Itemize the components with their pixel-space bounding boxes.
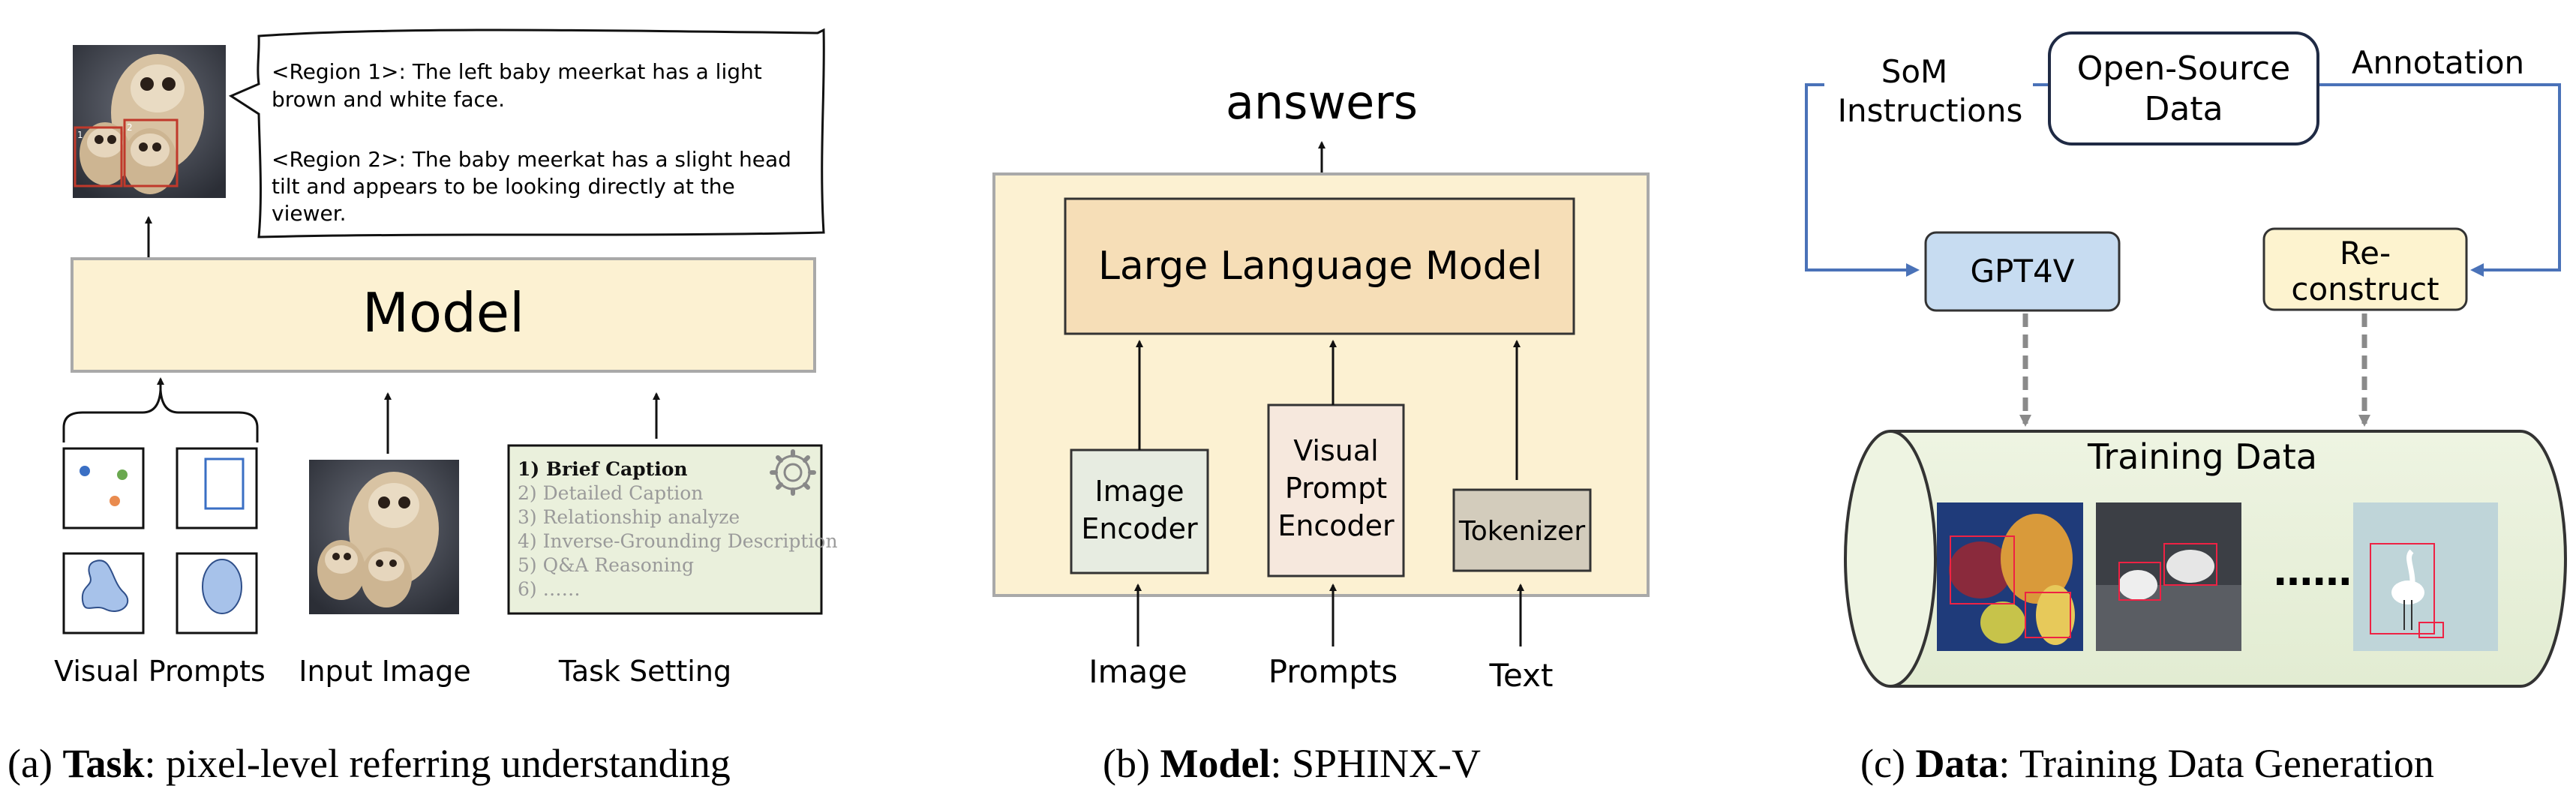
panel-a: 1 2 <Region 1>: The left baby meerkat ha… <box>8 30 838 786</box>
label-input-image: Input Image <box>299 655 470 688</box>
task-setting-card: 1) Brief Caption 2) Detailed Caption 3) … <box>509 446 838 614</box>
caption-b-bold: Model <box>1160 741 1270 786</box>
vp-encoder-label-2: Prompt <box>1285 472 1387 505</box>
tokenizer-label: Tokenizer <box>1458 516 1585 547</box>
panel-b: answers Large Language Model Image Encod… <box>994 75 1648 786</box>
training-sample-fruits <box>1937 502 2083 651</box>
label-task-setting: Task Setting <box>558 655 731 688</box>
samples-ellipsis: …… <box>2274 550 2352 595</box>
task-item-4: 4) Inverse-Grounding Description <box>518 530 838 552</box>
input-image <box>309 460 459 614</box>
label-image: Image <box>1088 653 1187 690</box>
visual-prompts-brace <box>64 390 257 442</box>
open-source-label-1: Open-Source <box>2077 50 2291 88</box>
open-source-label-2: Data <box>2144 90 2223 128</box>
caption-b-prefix: (b) <box>1103 741 1160 786</box>
vp-encoder-label-3: Encoder <box>1277 509 1395 542</box>
panel-c: SoM Instructions Annotation Open-Source … <box>1806 33 2565 786</box>
task-item-3: 3) Relationship analyze <box>518 506 740 528</box>
visual-prompt-ellipse <box>177 554 257 633</box>
caption-b: (b) Model: SPHINX-V <box>1103 741 1481 786</box>
region-caption-1b: brown and white face. <box>272 87 505 112</box>
task-item-6: 6) …… <box>518 578 581 600</box>
region-caption-1: <Region 1>: The left baby meerkat has a … <box>272 59 762 84</box>
visual-prompt-box <box>177 448 257 528</box>
task-item-1: 1) Brief Caption <box>518 458 688 480</box>
task-item-5: 5) Q&A Reasoning <box>518 554 694 576</box>
caption-a-prefix: (a) <box>8 741 62 786</box>
training-sample-seals <box>2096 502 2241 651</box>
caption-c-rest: : Training Data Generation <box>1998 741 2433 786</box>
training-sample-egret <box>2353 502 2498 651</box>
caption-a: (a) Task: pixel-level referring understa… <box>8 741 731 786</box>
caption-a-rest: : pixel-level referring understanding <box>145 741 731 786</box>
task-item-2: 2) Detailed Caption <box>518 482 703 504</box>
llm-label: Large Language Model <box>1098 244 1542 289</box>
label-visual-prompts: Visual Prompts <box>54 655 266 688</box>
visual-prompt-points <box>64 448 143 528</box>
visual-prompt-scribble <box>64 554 143 633</box>
caption-c-bold: Data <box>1915 741 1998 786</box>
caption-a-bold: Task <box>62 741 144 786</box>
meerkat-thumbnail: 1 2 <box>73 45 226 198</box>
region-marker-1: 1 <box>77 130 83 140</box>
annotation-label: Annotation <box>2352 44 2524 81</box>
region-marker-2: 2 <box>127 122 133 133</box>
reconstruct-label-1: Re- <box>2340 235 2391 272</box>
label-text: Text <box>1489 657 1554 694</box>
region-caption-2b: tilt and appears to be looking directly … <box>272 174 735 199</box>
answers-label: answers <box>1226 75 1418 130</box>
region-caption-2: <Region 2>: The baby meerkat has a sligh… <box>272 147 791 172</box>
vp-encoder-label-1: Visual <box>1293 434 1378 467</box>
image-encoder-box <box>1071 450 1208 573</box>
som-label-1: SoM <box>1881 53 1948 90</box>
caption-c: (c) Data: Training Data Generation <box>1860 741 2434 786</box>
caption-b-rest: : SPHINX-V <box>1270 741 1481 786</box>
label-prompts: Prompts <box>1268 653 1398 690</box>
caption-c-prefix: (c) <box>1860 741 1915 786</box>
training-data-label: Training Data <box>2087 436 2317 477</box>
reconstruct-label-2: construct <box>2291 271 2439 308</box>
image-encoder-label-2: Encoder <box>1081 512 1198 545</box>
som-label-2: Instructions <box>1838 92 2023 129</box>
region-caption-2c: viewer. <box>272 201 347 226</box>
model-label: Model <box>362 281 524 344</box>
gpt4v-label: GPT4V <box>1971 253 2075 290</box>
image-encoder-label-1: Image <box>1094 475 1184 508</box>
